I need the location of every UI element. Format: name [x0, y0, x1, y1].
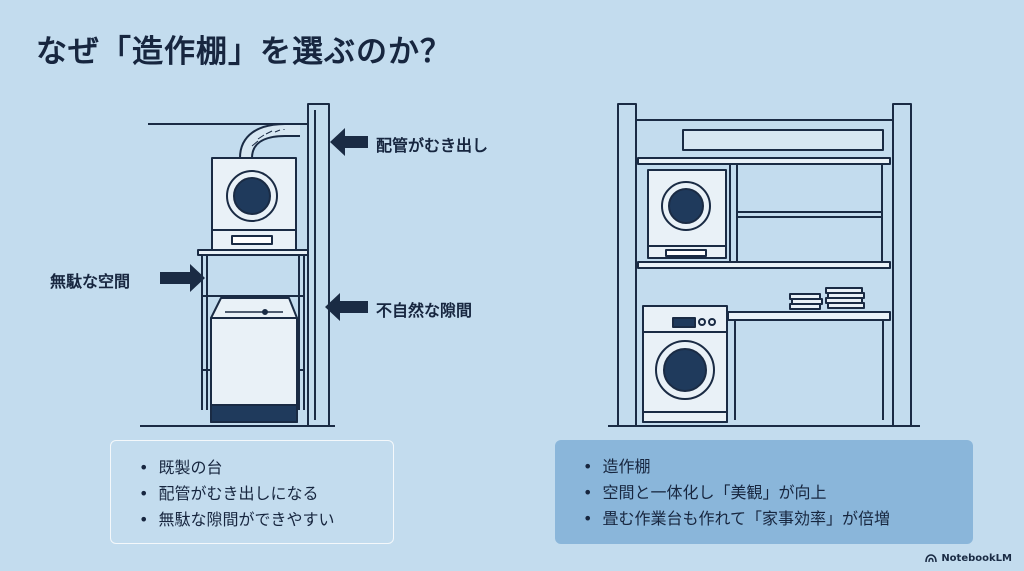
- right-scene-illustration: [608, 103, 920, 427]
- arrow-exposed-pipe: [330, 128, 368, 156]
- list-item: 既製の台: [139, 455, 393, 481]
- page-title: なぜ「造作棚」を選ぶのか？: [36, 34, 452, 70]
- list-item: 造作棚: [583, 454, 973, 480]
- exposed-duct: [239, 123, 300, 159]
- callout-unnatural-gap: 不自然な隙間: [376, 301, 473, 320]
- callout-wasted-space: 無駄な空間: [50, 272, 131, 291]
- list-item: 畳む作業台も作れて「家事効率」が倍増: [583, 506, 973, 532]
- arrow-wasted-space: [160, 264, 205, 292]
- brand-logo: NotebookLM: [925, 553, 1012, 564]
- concealed-duct: [682, 129, 884, 151]
- folding-counter: [727, 287, 891, 420]
- right-summary-box: 造作棚 空間と一体化し「美観」が向上 畳む作業台も作れて「家事効率」が倍増: [555, 440, 973, 544]
- list-item: 空間と一体化し「美観」が向上: [583, 480, 973, 506]
- notebook-icon: [925, 554, 938, 563]
- dryer-right: [647, 169, 727, 259]
- washer-left: [210, 297, 298, 423]
- brand-name: NotebookLM: [941, 553, 1012, 564]
- built-in-shelf-upper: [637, 157, 891, 269]
- list-item: 配管がむき出しになる: [139, 481, 393, 507]
- list-item: 無駄な隙間ができやすい: [139, 507, 393, 533]
- left-summary-box: 既製の台 配管がむき出しになる 無駄な隙間ができやすい: [110, 440, 394, 544]
- dryer-left: [211, 157, 297, 251]
- arrow-unnatural-gap: [325, 293, 368, 321]
- washer-right: [642, 305, 728, 423]
- left-scene-illustration: [140, 103, 368, 427]
- callout-exposed-pipe: 配管がむき出し: [376, 136, 489, 155]
